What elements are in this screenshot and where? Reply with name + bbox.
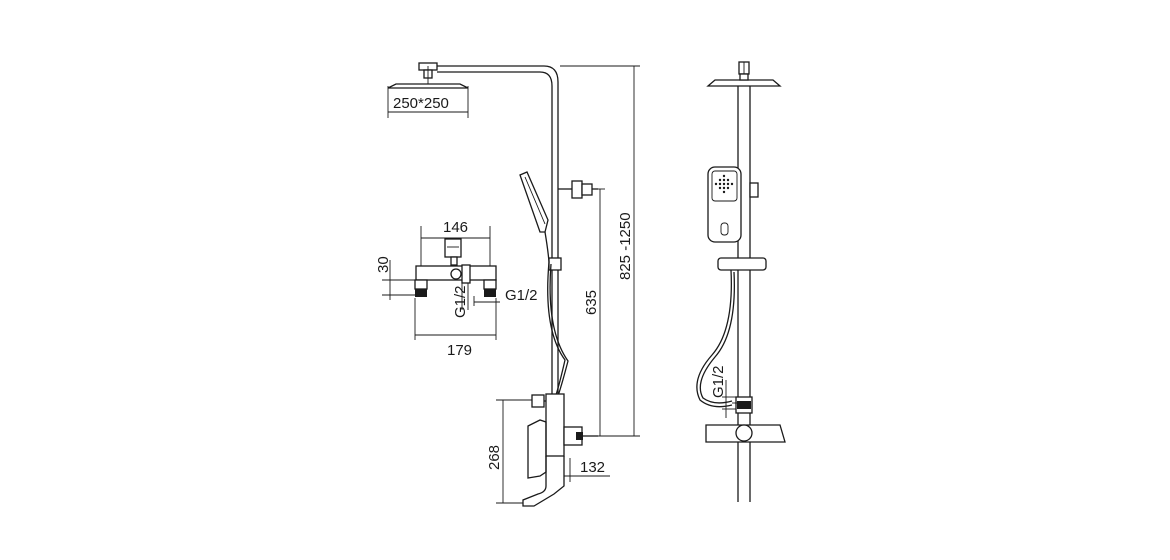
dim-thread-right: G1/2 [473, 287, 538, 306]
dim-side-thread-label: G1/2 [710, 365, 727, 398]
dim-slide-height-label: 635 [583, 290, 600, 315]
dim-head-size: 250*250 [387, 86, 469, 118]
side-hand-shower [707, 166, 759, 243]
dim-valve-width: 179 [414, 298, 497, 359]
dim-thread-left-label: G1/2 [452, 285, 469, 318]
front-hose [547, 261, 569, 397]
dim-side-thread: G1/2 [710, 365, 736, 418]
dim-total-height-label: 825 -1250 [617, 212, 634, 280]
front-shower-head [387, 62, 469, 89]
valve-detail [414, 238, 497, 297]
dim-thread-left: G1/2 [452, 283, 469, 318]
front-shower-arm [437, 65, 559, 395]
dim-spout-label: 132 [580, 459, 605, 476]
dim-total-height: 825 -1250 [560, 65, 640, 437]
side-shower-head [706, 61, 782, 87]
dim-valve-centers-label: 146 [443, 219, 468, 236]
side-hose [696, 269, 735, 408]
side-diverter [732, 396, 753, 414]
dim-mixer-height: 268 [486, 399, 532, 504]
dim-mixer-height-label: 268 [486, 445, 503, 470]
dim-head-size-label: 250*250 [393, 95, 449, 112]
nozzle-grid-icon [714, 174, 734, 194]
side-slide-clamp [717, 257, 767, 271]
dim-valve-height-label: 30 [375, 256, 392, 273]
front-mixer-body [522, 393, 598, 507]
dim-spout: 132 [563, 458, 610, 482]
side-mixer-body [705, 424, 786, 443]
dim-valve-height: 30 [375, 256, 416, 300]
dim-thread-right-label: G1/2 [505, 287, 538, 304]
front-hand-shower [519, 171, 550, 263]
dim-valve-width-label: 179 [447, 342, 472, 359]
dim-slide-height: 635 [583, 188, 605, 436]
dim-valve-centers: 146 [420, 219, 491, 266]
front-wall-bracket [558, 180, 598, 199]
